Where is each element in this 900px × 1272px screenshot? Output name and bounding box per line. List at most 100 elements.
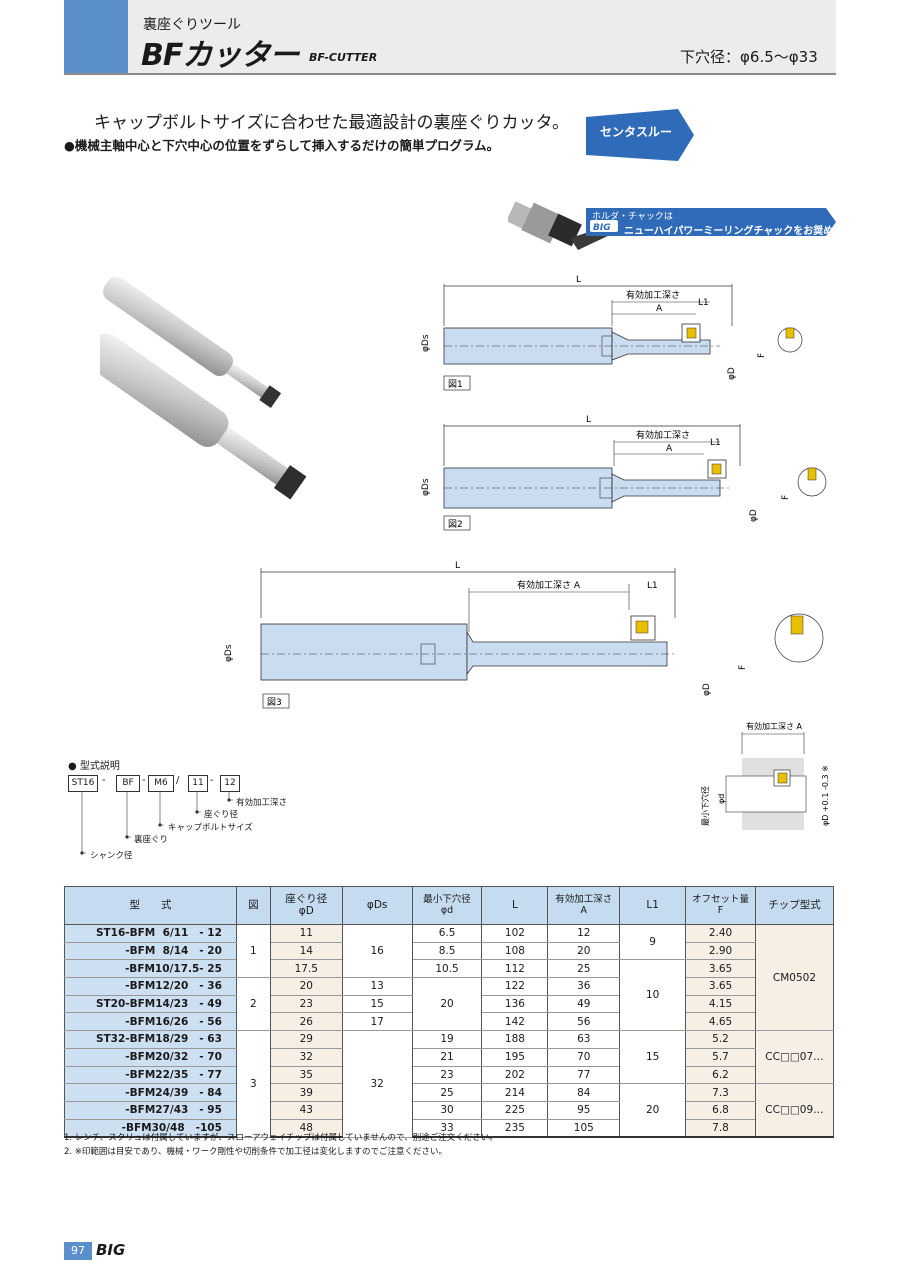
table-row: ST20-BFM14/23 - 49 23 15 136 49 4.15 bbox=[64, 995, 834, 1014]
A-cell: 95 bbox=[547, 1101, 621, 1120]
svg-text:図2: 図2 bbox=[448, 519, 463, 530]
A-cell: 20 bbox=[547, 942, 621, 961]
th-A: 有効加工深さ A bbox=[547, 886, 621, 925]
hole-section-diagram: 有効加工深さ A 最小下穴径 φd φD +0.1 -0.3 ※ bbox=[700, 721, 830, 830]
label-depth: 有効加工深さ bbox=[236, 798, 288, 808]
D-cell: 20 bbox=[269, 977, 343, 996]
code-bf: BF bbox=[116, 775, 140, 792]
chip-cell: CM0502 bbox=[754, 924, 835, 1032]
d-cell: 6.5 bbox=[411, 924, 483, 943]
D-cell: 35 bbox=[269, 1066, 343, 1085]
page-title-en: BF-CUTTER bbox=[309, 51, 378, 64]
figure-2: L 有効加工深さ A L1 φDs φD F 図2 bbox=[421, 415, 827, 531]
table-row: -BFM16/26 - 56 26 17 142 56 4.65 bbox=[64, 1012, 834, 1032]
svg-text:BIG: BIG bbox=[593, 223, 611, 233]
F-cell: 4.15 bbox=[685, 995, 756, 1014]
svg-text:図1: 図1 bbox=[448, 379, 463, 390]
code-sep: - bbox=[102, 775, 106, 786]
svg-text:φDs: φDs bbox=[421, 478, 431, 496]
D-cell: 26 bbox=[269, 1012, 343, 1032]
L1-cell: 10 bbox=[619, 959, 687, 1032]
code-depth: 12 bbox=[220, 775, 240, 792]
svg-text:A: A bbox=[666, 444, 673, 454]
F-cell: 7.8 bbox=[685, 1119, 756, 1139]
svg-text:φD: φD bbox=[749, 509, 759, 522]
code-bolt: M6 bbox=[148, 775, 174, 792]
svg-text:最小下穴径: 最小下穴径 bbox=[700, 786, 710, 826]
svg-text:L1: L1 bbox=[647, 581, 658, 591]
svg-text:φD: φD bbox=[702, 683, 712, 696]
table-row: -BFM24/39 - 84 39 25 214 84 20 7.3 CC□□0… bbox=[64, 1083, 835, 1139]
svg-text:φd: φd bbox=[717, 794, 726, 804]
L-cell: 136 bbox=[481, 995, 549, 1014]
Ds-cell: 16 bbox=[341, 924, 413, 979]
model-code-leaders bbox=[80, 791, 233, 855]
D-cell: 48 bbox=[269, 1119, 343, 1139]
svg-text:F: F bbox=[757, 353, 767, 358]
A-cell: 105 bbox=[547, 1119, 621, 1139]
A-cell: 77 bbox=[547, 1066, 621, 1085]
banner-line1: ホルダ・チャックは bbox=[592, 212, 673, 222]
svg-text:L1: L1 bbox=[710, 438, 721, 448]
table-header-row: 型 式 図 座ぐり径 φD φDs 最小下穴径 φd L 有効加工深さ A L1… bbox=[64, 886, 835, 925]
lead-text: キャップボルトサイズに合わせた最適設計の裏座ぐりカッタ。 bbox=[94, 113, 569, 133]
table-row: -BFM10/17.5- 25 17.5 10.5 112 25 10 3.65 bbox=[64, 959, 834, 1032]
th-chip: チップ型式 bbox=[754, 886, 835, 925]
model-cell: -BFM24/39 - 84 bbox=[64, 1083, 237, 1102]
d-cell: 25 bbox=[411, 1083, 483, 1102]
header-subtitle: 裏座ぐりツール bbox=[143, 17, 241, 33]
svg-text:有効加工深さ A: 有効加工深さ A bbox=[746, 721, 803, 731]
svg-text:図3: 図3 bbox=[267, 697, 282, 708]
th-F: オフセット量 F bbox=[685, 886, 756, 925]
svg-text:φDs: φDs bbox=[421, 334, 431, 352]
svg-text:L: L bbox=[455, 561, 460, 571]
figure-3: L 有効加工深さ A L1 φDs φD F 図3 bbox=[224, 561, 824, 709]
A-cell: 12 bbox=[547, 924, 621, 943]
figure-1: L 有効加工深さ A L1 φDs φD F 図1 bbox=[421, 275, 803, 391]
L-cell: 225 bbox=[481, 1101, 549, 1120]
table-row: -BFM 8/14 - 20 14 8.5 108 20 2.90 bbox=[64, 942, 834, 961]
d-cell: 33 bbox=[411, 1119, 483, 1139]
th-d: 最小下穴径 φd bbox=[411, 886, 483, 925]
d-cell: 8.5 bbox=[411, 942, 483, 961]
A-cell: 25 bbox=[547, 959, 621, 979]
A-cell: 70 bbox=[547, 1048, 621, 1067]
D-cell: 17.5 bbox=[269, 959, 343, 979]
L-cell: 122 bbox=[481, 977, 549, 996]
table-row: -BFM12/20 - 36 2 20 13 20 122 36 3.65 bbox=[64, 977, 834, 1032]
A-cell: 56 bbox=[547, 1012, 621, 1032]
F-cell: 6.2 bbox=[685, 1066, 756, 1085]
big-logo: BIG bbox=[96, 1241, 126, 1259]
L-cell: 235 bbox=[481, 1119, 549, 1139]
svg-text:有効加工深さ A: 有効加工深さ A bbox=[517, 579, 581, 591]
th-model: 型 式 bbox=[64, 886, 237, 925]
th-Ds: φDs bbox=[341, 886, 413, 925]
banner-line2: ニューハイパワーミーリングチャックをお奨めします。 bbox=[624, 226, 873, 237]
code-shank: ST16 bbox=[68, 775, 98, 792]
code-sep: / bbox=[176, 775, 180, 786]
svg-text:F: F bbox=[738, 665, 748, 670]
Ds-cell: 20 bbox=[411, 977, 483, 1032]
model-cell: -BFM22/35 - 77 bbox=[64, 1066, 237, 1085]
d-cell: 30 bbox=[411, 1101, 483, 1120]
model-cell: -BFM20/32 - 70 bbox=[64, 1048, 237, 1067]
model-code-title: ● 型式説明 bbox=[68, 761, 120, 772]
model-cell: -BFM12/20 - 36 bbox=[64, 977, 237, 996]
code-sep: - bbox=[210, 775, 214, 786]
L-cell: 195 bbox=[481, 1048, 549, 1067]
D-cell: 23 bbox=[269, 995, 343, 1014]
th-L: L bbox=[481, 886, 549, 925]
header-accent-block bbox=[64, 0, 128, 74]
F-cell: 7.3 bbox=[685, 1083, 756, 1102]
hole-range: 下穴径：φ6.5〜φ33 bbox=[680, 48, 818, 66]
svg-text:φD: φD bbox=[727, 367, 737, 380]
F-cell: 5.2 bbox=[685, 1030, 756, 1049]
model-cell: ST20-BFM14/23 - 49 bbox=[64, 995, 237, 1014]
table-row: -BFM30/48 -105 48 33 235 105 7.8 bbox=[64, 1119, 834, 1139]
F-cell: 3.65 bbox=[685, 959, 756, 979]
D-cell: 29 bbox=[269, 1030, 343, 1049]
feature-bullet: ●機械主軸中心と下穴中心の位置をずらして挿入するだけの簡単プログラム。 bbox=[64, 138, 500, 153]
chip-cell: CC□□07… bbox=[754, 1030, 835, 1085]
table-row: -BFM22/35 - 77 35 23 202 77 6.2 bbox=[64, 1066, 834, 1085]
label-back-spotface: 裏座ぐり bbox=[134, 835, 169, 845]
